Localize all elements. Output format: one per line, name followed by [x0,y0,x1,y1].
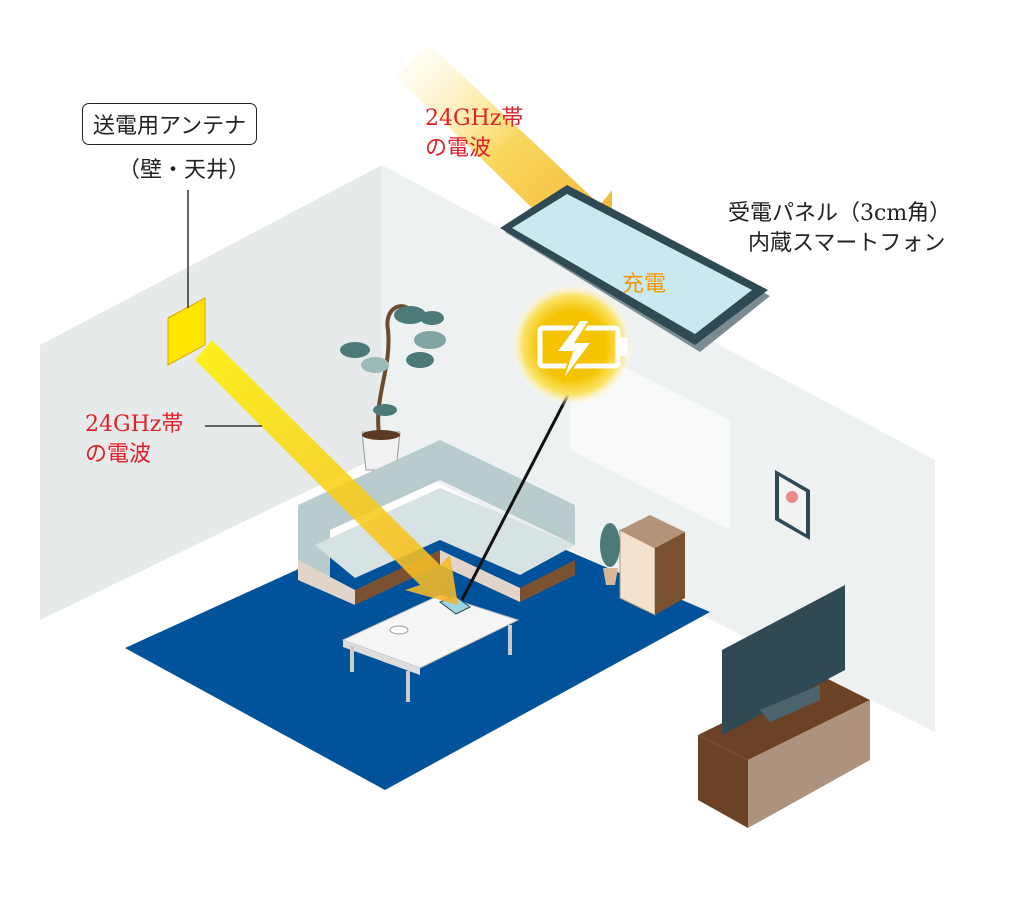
wave-left-label: 24GHz帯 の電波 [85,410,183,470]
wave-left-line2: の電波 [85,442,152,467]
callout-line [460,394,570,601]
receiver-line2: 内蔵スマートフォン [748,231,946,256]
wave-top-line2: の電波 [425,136,492,161]
tv-stand [698,675,870,828]
wave-left-line1: 24GHz帯 [85,412,184,437]
wave-top-label: 24GHz帯 の電波 [425,104,523,164]
receiver-label: 受電パネル（3cm角） 内蔵スマートフォン [728,199,951,259]
receiver-line1: 受電パネル（3cm角） [728,201,952,226]
chest-of-drawers [600,515,685,616]
wave-top-line1: 24GHz帯 [425,106,524,131]
smartphone-enlarged [500,185,770,352]
plant [340,304,446,471]
picture-frame [775,470,810,540]
antenna-panel [167,297,206,366]
left-wall [40,165,382,620]
battery-charging-icon [537,319,628,383]
tv [722,585,845,735]
antenna-label: 送電用アンテナ [82,103,258,145]
charge-label: 充電 [622,272,667,297]
sofa [298,440,575,605]
wave-beam-left [195,340,458,605]
antenna-sublabel: （壁・天井） [118,158,251,183]
